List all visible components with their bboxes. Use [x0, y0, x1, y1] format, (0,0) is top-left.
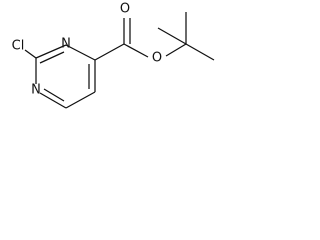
bond-n3-c4 [65, 44, 96, 61]
atom-label-chlorine: Cl [12, 39, 25, 54]
bond-c4-carbonyl [94, 43, 125, 61]
bond-c6-n1 [39, 92, 67, 109]
bond-c6-n1-double [43, 88, 65, 102]
atom-label-nitrogen-bottom: N [31, 83, 41, 98]
bond-cl-c2 [24, 49, 37, 59]
atom-label-oxygen-carbonyl: O [120, 2, 130, 17]
bond-c2-n3-double [39, 51, 65, 64]
bond-c5-c6 [65, 91, 96, 109]
bond-cquat-methyl-right [185, 43, 215, 61]
atom-label-oxygen-ester: O [152, 51, 162, 66]
bond-cquat-methyl-left [157, 27, 187, 45]
atom-label-nitrogen-top: N [61, 37, 71, 52]
bond-carbonyl-ester-o [123, 43, 149, 58]
bond-c2-n3 [35, 44, 67, 59]
bond-ester-o-cquat [165, 43, 187, 57]
chemical-structure-diagram: Cl N N O O [12, 2, 215, 109]
